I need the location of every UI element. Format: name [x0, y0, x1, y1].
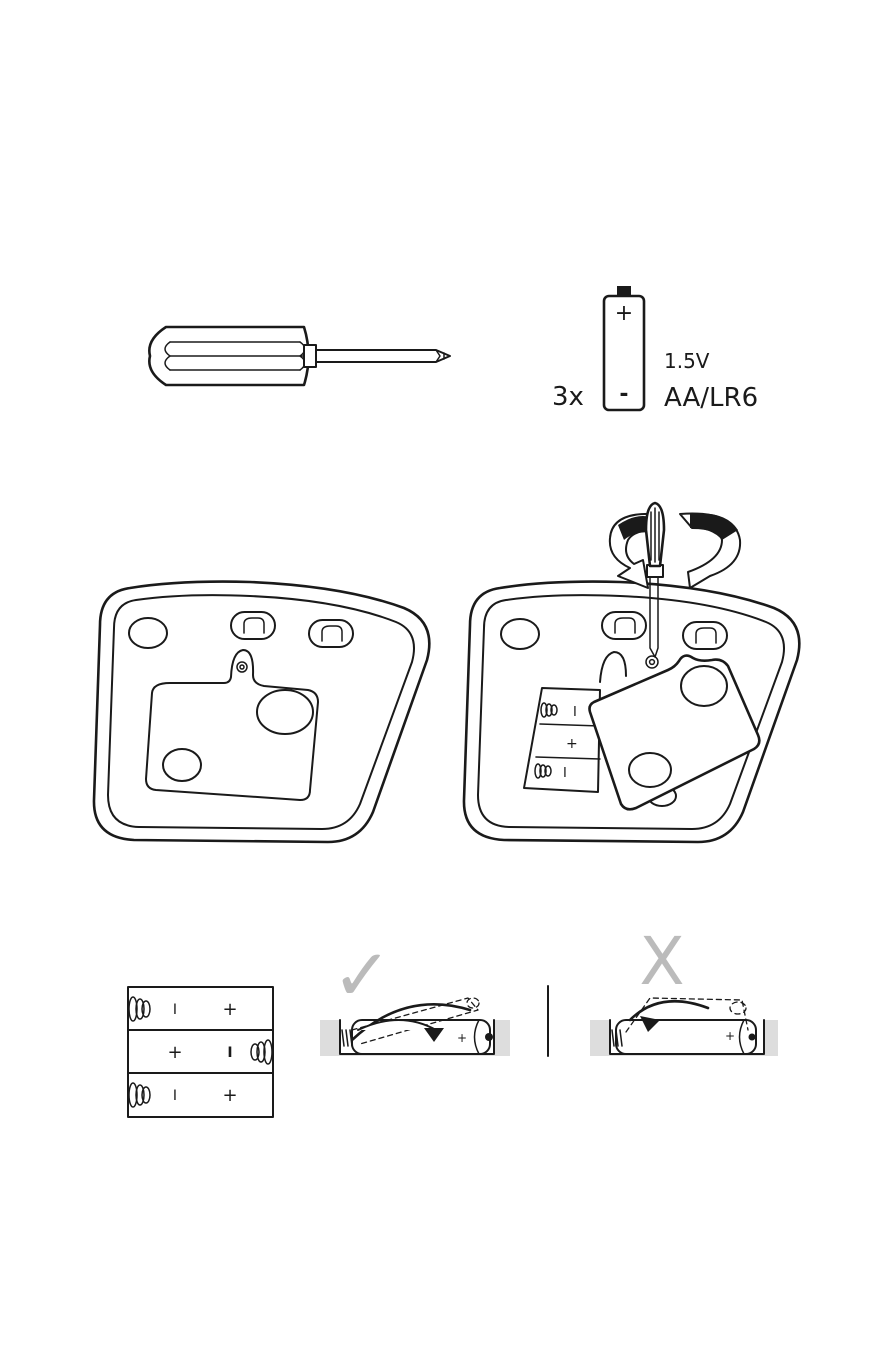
- correct-insertion-panel: ✓ +: [320, 933, 510, 1056]
- battery-orientation-layout: I + + I I +: [128, 987, 273, 1117]
- device-back-closed: [94, 582, 429, 842]
- device-back-open: I + I: [464, 503, 799, 842]
- slot-3-minus: I: [173, 1088, 177, 1104]
- compartment-polarity-label: I: [573, 705, 577, 720]
- wrong-insertion-panel: X +: [590, 923, 778, 1056]
- slot-3-plus: +: [222, 1085, 237, 1106]
- wrong-cross-mark: X: [639, 923, 684, 1000]
- aa-battery-icon: + -: [604, 286, 644, 410]
- slot-1-minus: I: [173, 1002, 177, 1018]
- correct-checkmark: ✓: [332, 933, 392, 1017]
- battery-plus-sign: +: [725, 1029, 735, 1043]
- rotation-arrow-icon: [610, 513, 740, 588]
- slot-1-plus: +: [222, 999, 237, 1020]
- screwdriver-icon: [149, 327, 450, 385]
- battery-plus-sign: +: [457, 1031, 467, 1045]
- battery-plus-sign: +: [615, 301, 633, 326]
- battery-quantity: 3x: [552, 382, 584, 412]
- battery-type: AA/LR6: [664, 383, 758, 413]
- compartment-polarity-label: I: [563, 766, 567, 781]
- slot-2-plus: +: [167, 1042, 182, 1063]
- battery-minus-sign: -: [619, 382, 628, 407]
- compartment-polarity-label: +: [566, 736, 578, 752]
- slot-2-minus: I: [227, 1045, 232, 1061]
- battery-voltage: 1.5V: [664, 349, 710, 373]
